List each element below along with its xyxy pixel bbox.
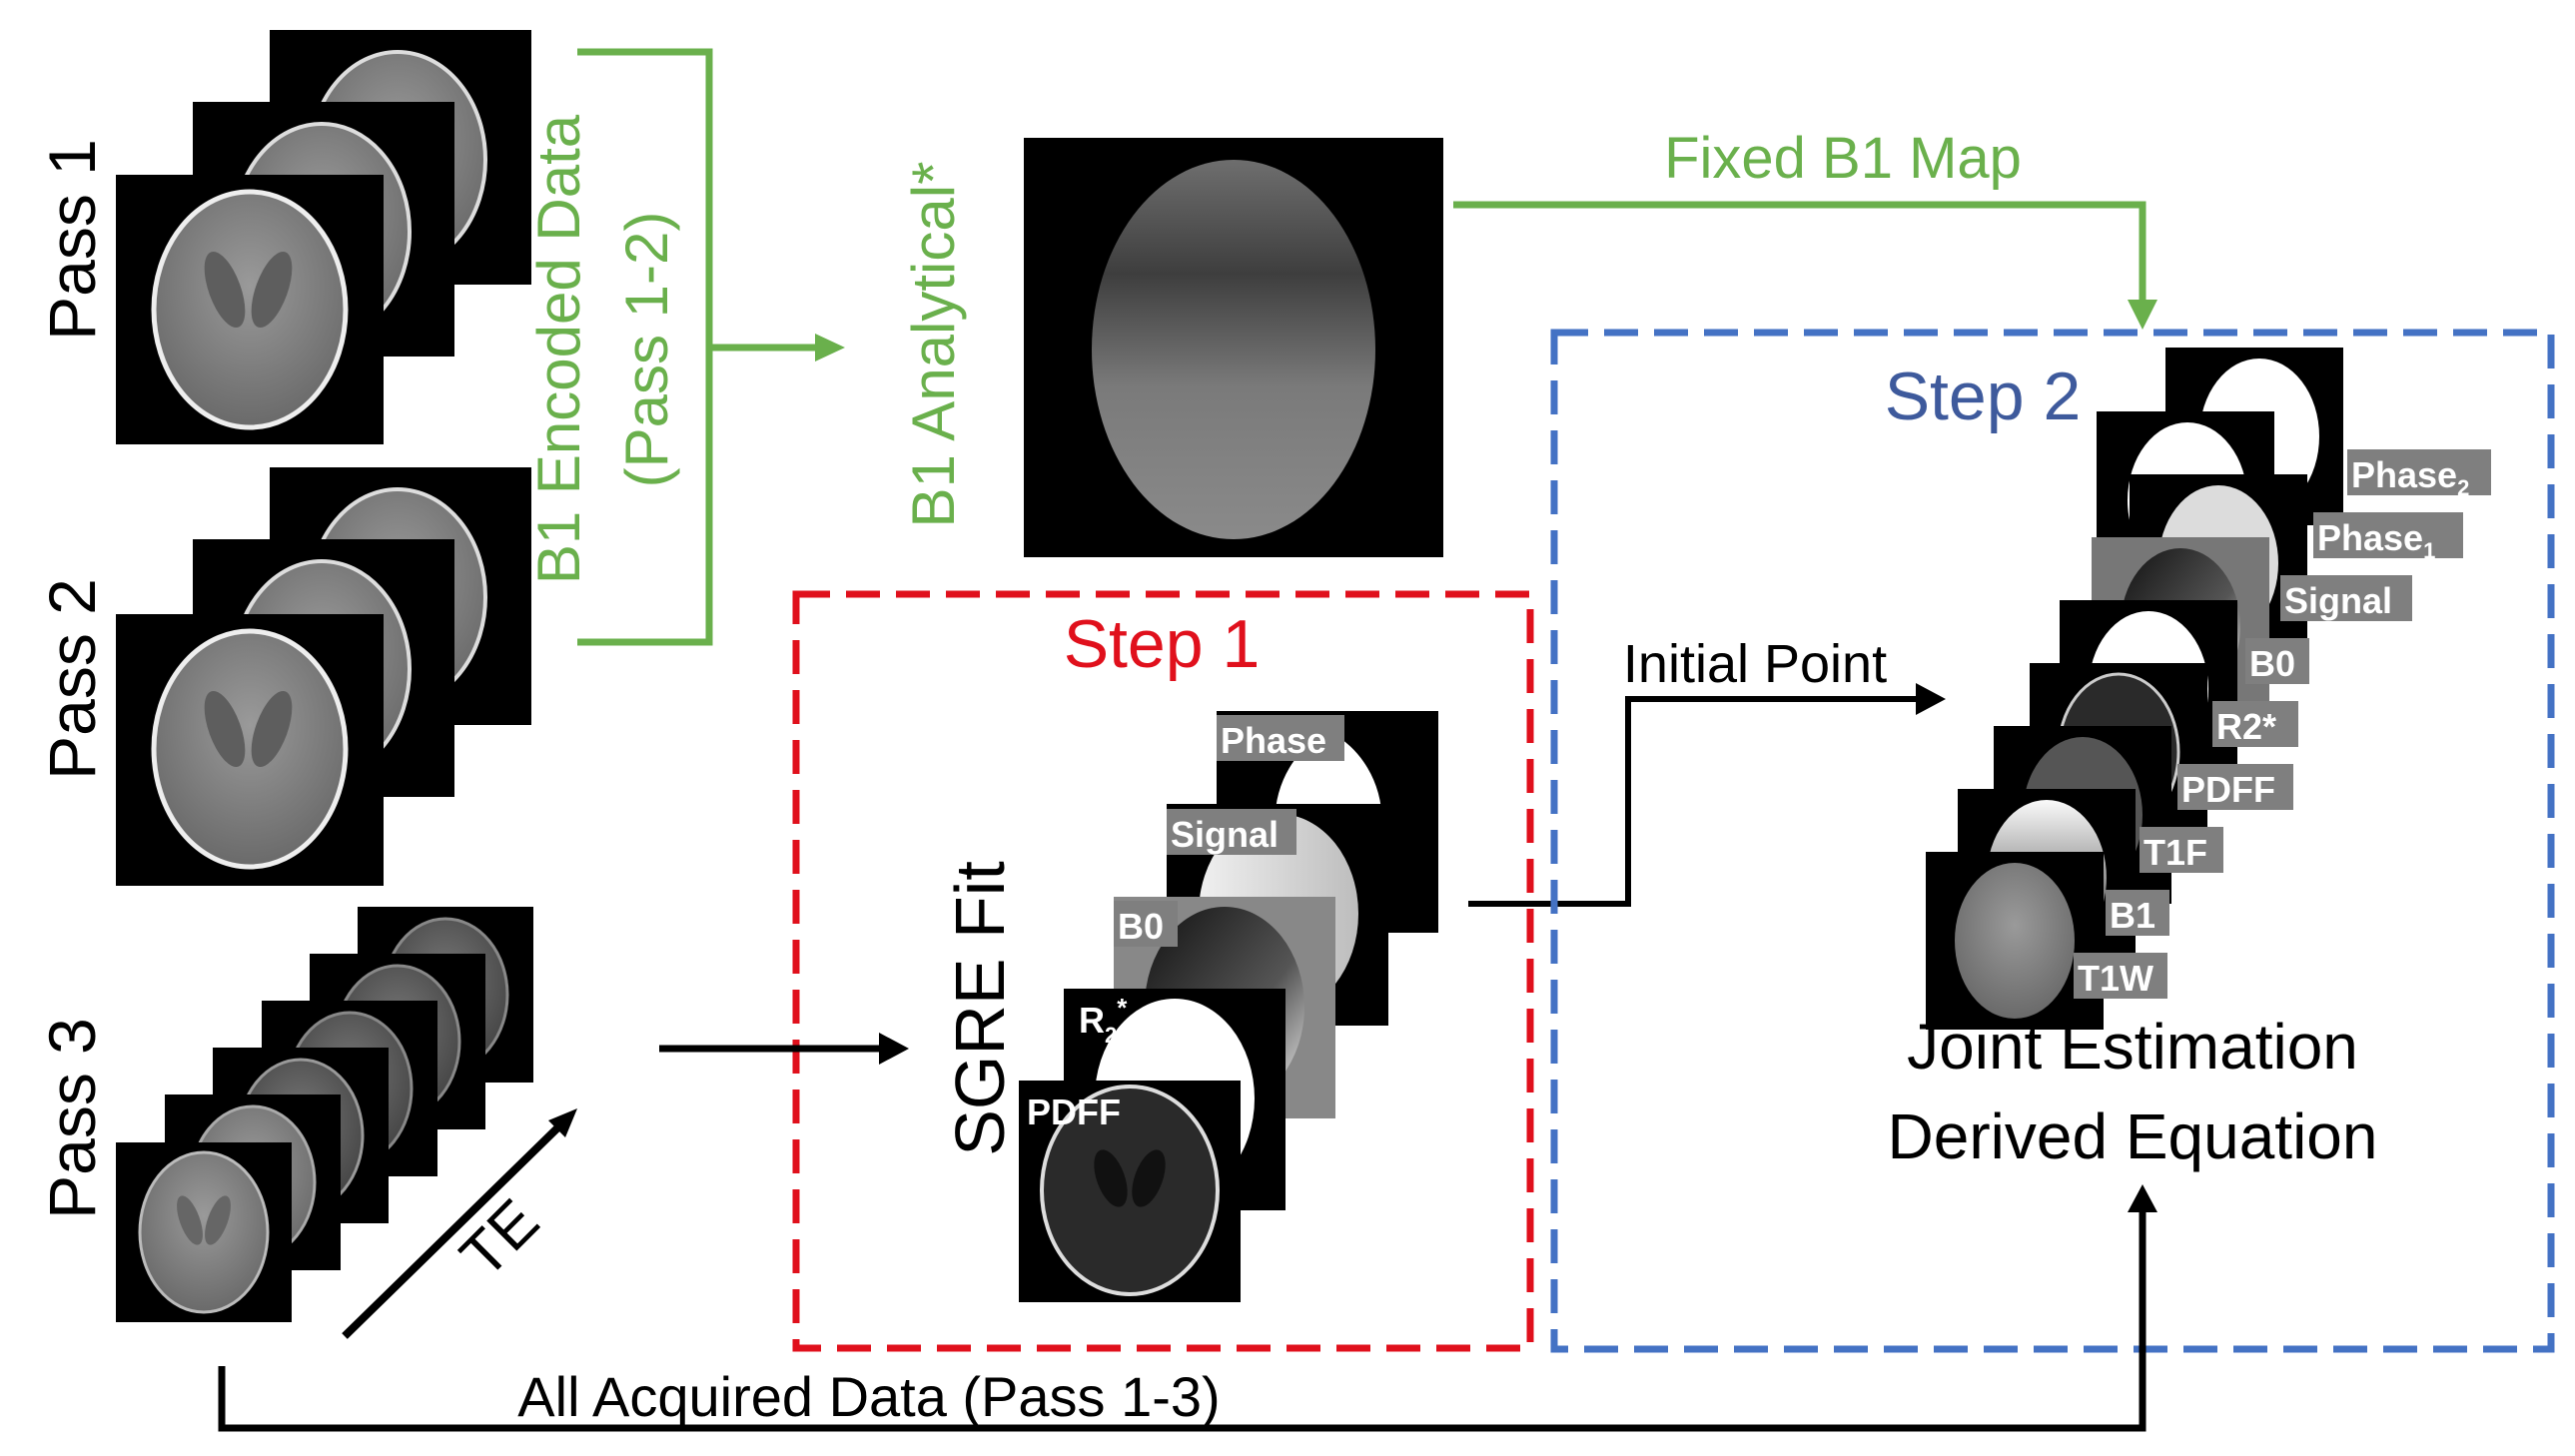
pass2-label: Pass 2 <box>35 578 109 780</box>
b1-analytical-map <box>1024 138 1443 557</box>
pass3-image-stack <box>116 907 533 1322</box>
step2-tag-b1: B1 <box>2110 895 2155 936</box>
pass1-label: Pass 1 <box>35 139 109 341</box>
all-acquired-arrow-head <box>2128 1184 2157 1212</box>
step1-title: Step 1 <box>1064 606 1261 682</box>
step2-tag-signal: Signal <box>2284 580 2392 621</box>
step1-tag-r2: R2* <box>1079 993 1128 1048</box>
step2-tag-phase1: Phase1 <box>2317 517 2435 563</box>
joint-estimation-caption-line2: Derived Equation <box>1888 1100 2378 1172</box>
pass3-label: Pass 3 <box>35 1018 109 1219</box>
b1-encoded-arrow-head <box>815 334 845 362</box>
initial-point-arrow <box>1468 696 1923 907</box>
step2-tag-pdff-bg <box>2177 764 2293 810</box>
joint-estimation-caption-line1: Joint Estimation <box>1907 1011 2358 1083</box>
step2-tag-t1w-bg <box>2074 953 2167 999</box>
fixed-b1-arrow <box>1453 201 2146 315</box>
pass3-to-step1-arrow-head <box>879 1033 909 1065</box>
b1-encoded-label-line2: (Pass 1-2) <box>613 212 680 488</box>
step2-title: Step 2 <box>1885 359 2082 434</box>
step2-map-stack <box>1926 348 2343 1030</box>
step1-tag-b0-bg <box>1114 901 1178 947</box>
step1-tag-phase: Phase <box>1221 720 1326 761</box>
step1-tag-b0: B0 <box>1118 906 1164 947</box>
te-arrow <box>342 1113 572 1339</box>
pass1-image-stack <box>116 30 531 444</box>
te-arrow-head <box>548 1108 577 1137</box>
b1-analytical-label: B1 Analytical* <box>900 162 967 528</box>
step2-tag-t1f: T1F <box>2144 832 2207 873</box>
step2-tag-phase2-bg <box>2347 449 2491 495</box>
fixed-b1-label: Fixed B1 Map <box>1664 126 2022 191</box>
step2-box <box>1550 329 2555 1353</box>
step2-tag-r2: R2* <box>2216 706 2276 747</box>
step2-tag-pdff: PDFF <box>2181 769 2275 810</box>
step2-tag-phase2: Phase2 <box>2351 454 2469 500</box>
step2-tag-b1-bg <box>2106 890 2169 936</box>
step1-tag-signal: Signal <box>1171 814 1279 855</box>
step2-tag-r2-bg <box>2212 701 2298 747</box>
all-acquired-arrow <box>218 1203 2146 1432</box>
step1-tag-signal-bg <box>1167 809 1296 855</box>
te-label: TE <box>447 1186 552 1291</box>
fixed-b1-arrow-head <box>2128 300 2157 330</box>
sgre-fit-label: SGRE Fit <box>941 861 1019 1156</box>
step2-tag-phase1-bg <box>2313 512 2463 558</box>
b1-encoded-label-line1: B1 Encoded Data <box>525 114 592 584</box>
step1-box <box>792 590 1534 1352</box>
step2-tag-b0: B0 <box>2249 643 2295 684</box>
all-acquired-label: All Acquired Data (Pass 1-3) <box>517 1365 1220 1428</box>
step2-tag-t1w: T1W <box>2078 958 2153 999</box>
step2-tag-signal-bg <box>2280 575 2412 621</box>
initial-point-label: Initial Point <box>1623 634 1887 694</box>
step1-tag-pdff: PDFF <box>1027 1092 1121 1132</box>
step1-tag-phase-bg <box>1217 715 1344 761</box>
step2-tag-b0-bg <box>2245 638 2309 684</box>
initial-point-arrow-head <box>1916 683 1946 715</box>
pass2-image-stack <box>116 467 531 886</box>
step2-tag-t1f-bg <box>2140 827 2223 873</box>
